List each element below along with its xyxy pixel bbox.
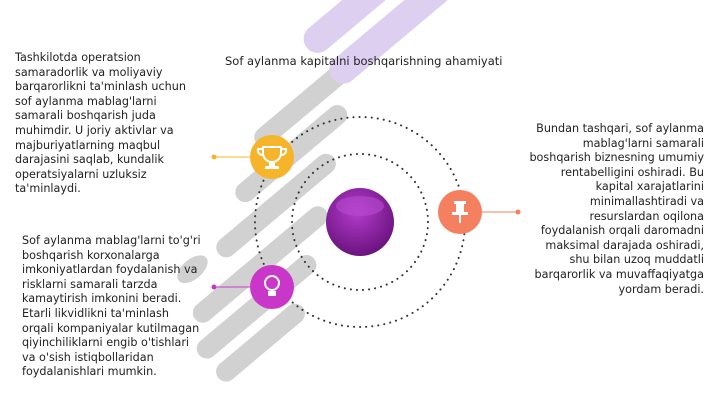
lightbulb-icon (250, 265, 294, 309)
trophy-text: Tashkilotda operatsion samaradorlik va m… (15, 51, 186, 196)
pushpin-text: Bundan tashqari, sof aylanma mablag'larn… (529, 122, 704, 296)
lightbulb-text: Sof aylanma mablag'larni to'g'ri boshqar… (22, 234, 201, 379)
diagram-title: Sof aylanma kapitalni boshqarishning aha… (225, 54, 503, 68)
inner-dotted-ring (291, 153, 429, 291)
trophy-icon (250, 135, 294, 179)
pushpin-icon (438, 190, 482, 234)
